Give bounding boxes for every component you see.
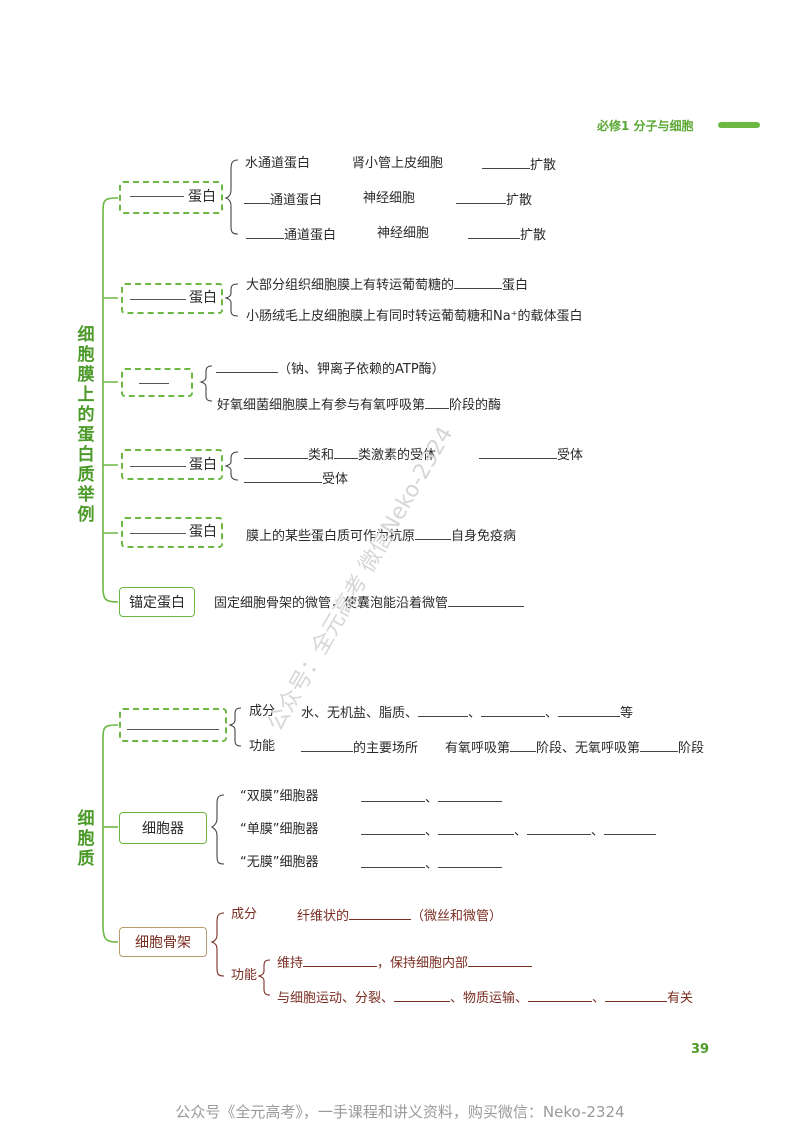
- sub1-row1: 成分: [249, 704, 276, 719]
- protein-box-3: [121, 368, 193, 397]
- g1-row3: 通道蛋白: [246, 226, 336, 244]
- anchor-protein-box: 锚定蛋白: [119, 587, 195, 617]
- protein-box-1: 蛋白: [119, 181, 223, 214]
- g5-row1: 膜上的某些蛋白质可作为抗原自身免疫病: [246, 529, 517, 544]
- g3-row2: 好氧细菌细胞膜上有参与有氧呼吸第阶段的酶: [217, 398, 502, 413]
- g3-row1: （钠、钾离子依赖的ATP酶）: [216, 360, 445, 378]
- sub3-row3: 与细胞运动、分裂、、物质运输、、有关: [277, 991, 694, 1006]
- protein-box-2: 蛋白: [121, 283, 223, 314]
- cytosol-box: [119, 708, 227, 742]
- g6-row1: 固定细胞骨架的微管，使囊泡能沿着微管: [214, 594, 525, 612]
- sub3-row2-label: 功能: [231, 968, 258, 983]
- g2-row1: 大部分组织细胞膜上有转运葡萄糖的蛋白: [246, 278, 529, 293]
- section2-label: 细胞质: [77, 809, 95, 869]
- g4-row2: 受体: [244, 470, 348, 488]
- g2-row2: 小肠绒毛上皮细胞膜上有同时转运葡萄糖和Na⁺的载体蛋白: [246, 309, 583, 324]
- page-number: 39: [691, 1042, 710, 1057]
- g1-row2: 通道蛋白: [244, 191, 322, 209]
- protein-box-4: 蛋白: [121, 449, 223, 480]
- sub2-row2: “单膜”细胞器: [240, 822, 319, 837]
- header-title: 必修1 分子与细胞: [597, 119, 694, 133]
- section1-label: 细胞膜上的蛋白质举例: [77, 325, 95, 525]
- cytoskeleton-box: 细胞骨架: [119, 927, 207, 957]
- g4-row1: 类和类激素的受体: [244, 446, 436, 464]
- protein-box-5: 蛋白: [121, 517, 223, 548]
- footer-notice: 公众号《全元高考》，一手课程和讲义资料，购买微信：Neko-2324: [175, 1103, 625, 1121]
- sub3-row1: 成分: [231, 907, 258, 922]
- sub1-row2: 功能: [249, 739, 276, 754]
- sub2-row3: “无膜”细胞器: [240, 855, 319, 870]
- organelle-box: 细胞器: [119, 812, 207, 844]
- sub3-row2: 维持，保持细胞内部: [277, 954, 533, 972]
- g1-row1: 水通道蛋白: [245, 156, 311, 171]
- sub2-row1: “双膜”细胞器: [240, 789, 319, 804]
- header-accent-bar: [718, 122, 760, 128]
